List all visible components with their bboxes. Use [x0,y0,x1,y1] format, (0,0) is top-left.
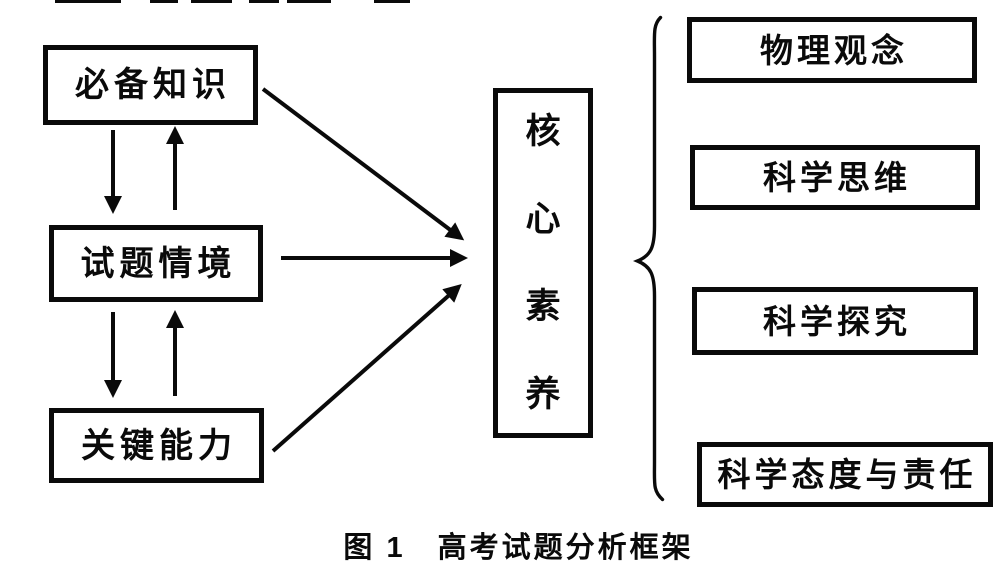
box-core-competency: 核 心 素 养 [493,88,593,438]
scientific-attitude-responsibility-label: 科学态度与责任 [717,456,977,493]
physics-concepts-label: 物理观念 [760,31,908,69]
box-question-context: 试题情境 [49,225,263,302]
box-scientific-attitude-responsibility: 科学态度与责任 [697,442,993,507]
core-competency-char-3: 素 [525,287,561,327]
core-competency-char-1: 核 [525,112,561,151]
arrow-knowledge-to-core [261,87,465,241]
curly-brace [632,15,665,502]
box-essential-knowledge: 必备知识 [43,45,258,125]
essential-knowledge-label: 必备知识 [75,66,231,104]
box-scientific-inquiry: 科学探究 [692,287,978,355]
question-context-label: 试题情境 [80,244,237,283]
core-competency-char-4: 养 [525,374,561,414]
scientific-inquiry-label: 科学探究 [763,302,911,340]
figure-caption: 图 1 高考试题分析框架 [343,532,694,564]
box-scientific-thinking: 科学思维 [690,145,980,210]
box-key-ability: 关键能力 [49,408,264,483]
box-physics-concepts: 物理观念 [687,17,977,83]
scan-artifact-marks [55,0,410,3]
arrow-ability-to-core [271,284,462,453]
key-ability-label: 关键能力 [81,426,237,465]
core-competency-char-2: 心 [525,199,561,239]
scientific-thinking-label: 科学思维 [763,159,911,196]
